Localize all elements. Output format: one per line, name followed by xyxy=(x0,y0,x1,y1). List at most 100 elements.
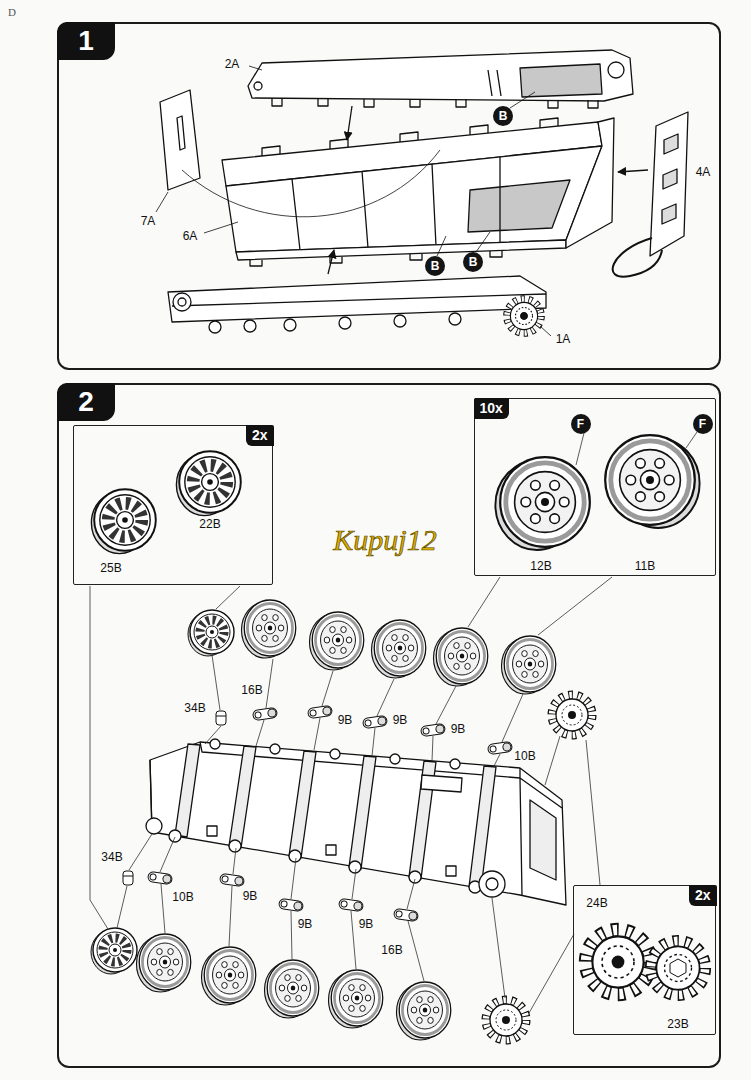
running-gear-parts xyxy=(91,928,137,974)
leader-line xyxy=(494,754,500,766)
detail-parts xyxy=(91,489,155,553)
leader-line xyxy=(291,911,292,959)
label-holder: 9B xyxy=(336,713,355,727)
leader-line xyxy=(686,432,697,448)
chassis-underside xyxy=(150,742,562,895)
label-holder: 9B xyxy=(296,917,315,931)
leader-line xyxy=(314,718,320,750)
hull-exploded-view xyxy=(156,50,688,336)
running-gear-parts xyxy=(147,871,172,884)
running-gear-parts xyxy=(501,636,555,694)
chassis-underside xyxy=(390,754,400,764)
part-number: 9B xyxy=(391,713,410,727)
label-holder: 12B xyxy=(528,559,553,573)
chassis-underside xyxy=(421,775,462,792)
detail-inset: FF10x xyxy=(474,398,716,576)
label-holder: 34B xyxy=(182,701,207,715)
leader-line xyxy=(266,659,273,708)
running-gear-parts xyxy=(278,898,303,911)
chassis-underside xyxy=(207,826,217,836)
side-plate xyxy=(248,50,633,101)
leader-line xyxy=(229,886,232,946)
running-gear-parts xyxy=(201,947,255,1005)
label-holder: 10B xyxy=(512,749,537,763)
leader-line xyxy=(540,326,551,336)
part-number: 6A xyxy=(181,229,200,243)
paint-code: B xyxy=(499,110,508,122)
leader-line xyxy=(529,934,574,1013)
label-holder: 9B xyxy=(241,889,260,903)
running-gear-parts xyxy=(487,741,512,754)
hull-exploded-view xyxy=(178,298,186,306)
hull-exploded-view xyxy=(262,118,558,156)
part-number: 2A xyxy=(223,57,242,71)
leader-line xyxy=(322,671,333,706)
hull-exploded-view xyxy=(226,146,602,252)
chassis-underside xyxy=(146,818,162,834)
part-number: 10B xyxy=(170,890,195,904)
leader-line xyxy=(377,679,394,716)
detail-parts xyxy=(586,930,650,994)
part-number: 9B xyxy=(449,722,468,736)
running-gear-parts xyxy=(216,711,226,725)
label-holder: 4A xyxy=(694,165,713,179)
label-holder: 22B xyxy=(197,517,222,531)
hull-exploded-view xyxy=(394,315,406,327)
leader-line xyxy=(476,232,490,252)
chassis-underside xyxy=(289,850,301,862)
hull-exploded-view xyxy=(173,293,191,311)
hull-exploded-view xyxy=(209,321,221,333)
running-gear-parts xyxy=(338,898,363,911)
leader-line xyxy=(586,740,600,885)
label-holder: 7A xyxy=(139,214,158,228)
chassis-underside xyxy=(479,871,505,897)
chassis-underside xyxy=(146,739,566,905)
step-panel: BBB1 xyxy=(57,22,721,370)
chassis-underside xyxy=(175,744,200,837)
hull-exploded-view xyxy=(292,157,500,250)
step-panel: 2xFF10x2x2 xyxy=(57,383,721,1068)
detail-parts xyxy=(651,941,705,995)
part-number: 25B xyxy=(98,561,123,575)
chassis-underside xyxy=(349,756,376,869)
running-gear-parts xyxy=(264,960,318,1018)
running-gear-parts xyxy=(486,1000,526,1040)
leader-line xyxy=(291,858,296,899)
leader-line xyxy=(576,433,584,465)
detail-parts xyxy=(91,435,705,995)
assembly-arrow xyxy=(328,250,334,274)
leader-line xyxy=(129,834,152,870)
leader-line xyxy=(510,92,535,108)
leader-line xyxy=(233,848,236,874)
hull-exploded-view xyxy=(182,150,440,217)
leader-line xyxy=(468,577,500,627)
chassis-underside xyxy=(289,751,316,858)
leader-line xyxy=(408,921,424,981)
glue-area xyxy=(520,64,602,97)
running-gear-parts xyxy=(188,610,234,656)
hull-exploded-view xyxy=(488,70,501,96)
paint-code-marker: F xyxy=(571,414,591,434)
part-number: 1A xyxy=(554,332,573,346)
label-holder: 11B xyxy=(633,559,657,573)
label-holder: 16B xyxy=(239,683,264,697)
label-holder: 2A xyxy=(223,57,242,71)
hull-exploded-view xyxy=(177,116,185,150)
label-holder: 10B xyxy=(170,890,195,904)
leader-line xyxy=(212,655,220,710)
leader-line xyxy=(216,586,240,609)
hull-exploded-view xyxy=(272,98,598,108)
running-gear-parts xyxy=(241,600,295,658)
detail-parts xyxy=(605,435,699,528)
label-holder: Kupuj12 xyxy=(331,523,438,557)
label-holder: 24B xyxy=(584,896,609,910)
part-number: 7A xyxy=(139,214,158,228)
paint-code-marker: B xyxy=(493,106,513,126)
label-holder: 16B xyxy=(379,943,404,957)
leader-line xyxy=(407,879,415,909)
running-gear-parts xyxy=(219,873,244,886)
